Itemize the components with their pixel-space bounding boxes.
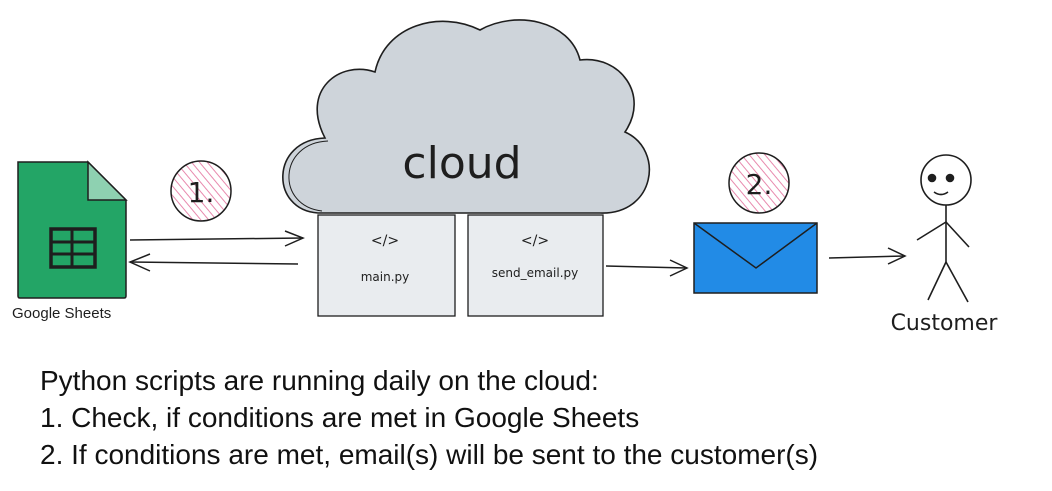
script-main-py-label: main.py — [361, 270, 410, 284]
arrow-to-sheets — [128, 253, 299, 272]
code-icon: </> — [371, 233, 399, 249]
arrow-to-email — [605, 259, 689, 277]
script-send-email-py: </> send_email.py — [467, 214, 604, 317]
description-caption: Python scripts are running daily on the … — [40, 362, 818, 473]
script-main-py: </> main.py — [317, 214, 456, 317]
caption-line-3: 2. If conditions are met, email(s) will … — [40, 439, 819, 470]
customer-label: Customer — [891, 311, 999, 336]
step-2-badge: 2. — [728, 152, 790, 214]
envelope-icon — [693, 222, 818, 294]
caption-line-1: Python scripts are running daily on the … — [40, 365, 599, 396]
arrow-to-customer — [828, 247, 907, 265]
google-sheets-icon — [17, 160, 128, 299]
script-send-email-py-label: send_email.py — [492, 266, 578, 280]
cloud-label: cloud — [402, 138, 521, 189]
cloud-shape — [282, 19, 651, 214]
step-1-label: 1. — [188, 176, 215, 209]
google-sheets-label: Google Sheets — [12, 305, 111, 322]
arrow-to-cloud — [129, 230, 305, 247]
workflow-diagram: Google Sheets 1. cloud </> main.py </> s… — [12, 19, 999, 336]
caption-line-2: 1. Check, if conditions are met in Googl… — [40, 402, 640, 433]
stick-figure-icon — [916, 154, 972, 303]
step-2-label: 2. — [746, 168, 773, 201]
code-icon: </> — [521, 233, 549, 249]
step-1-badge: 1. — [170, 160, 232, 222]
